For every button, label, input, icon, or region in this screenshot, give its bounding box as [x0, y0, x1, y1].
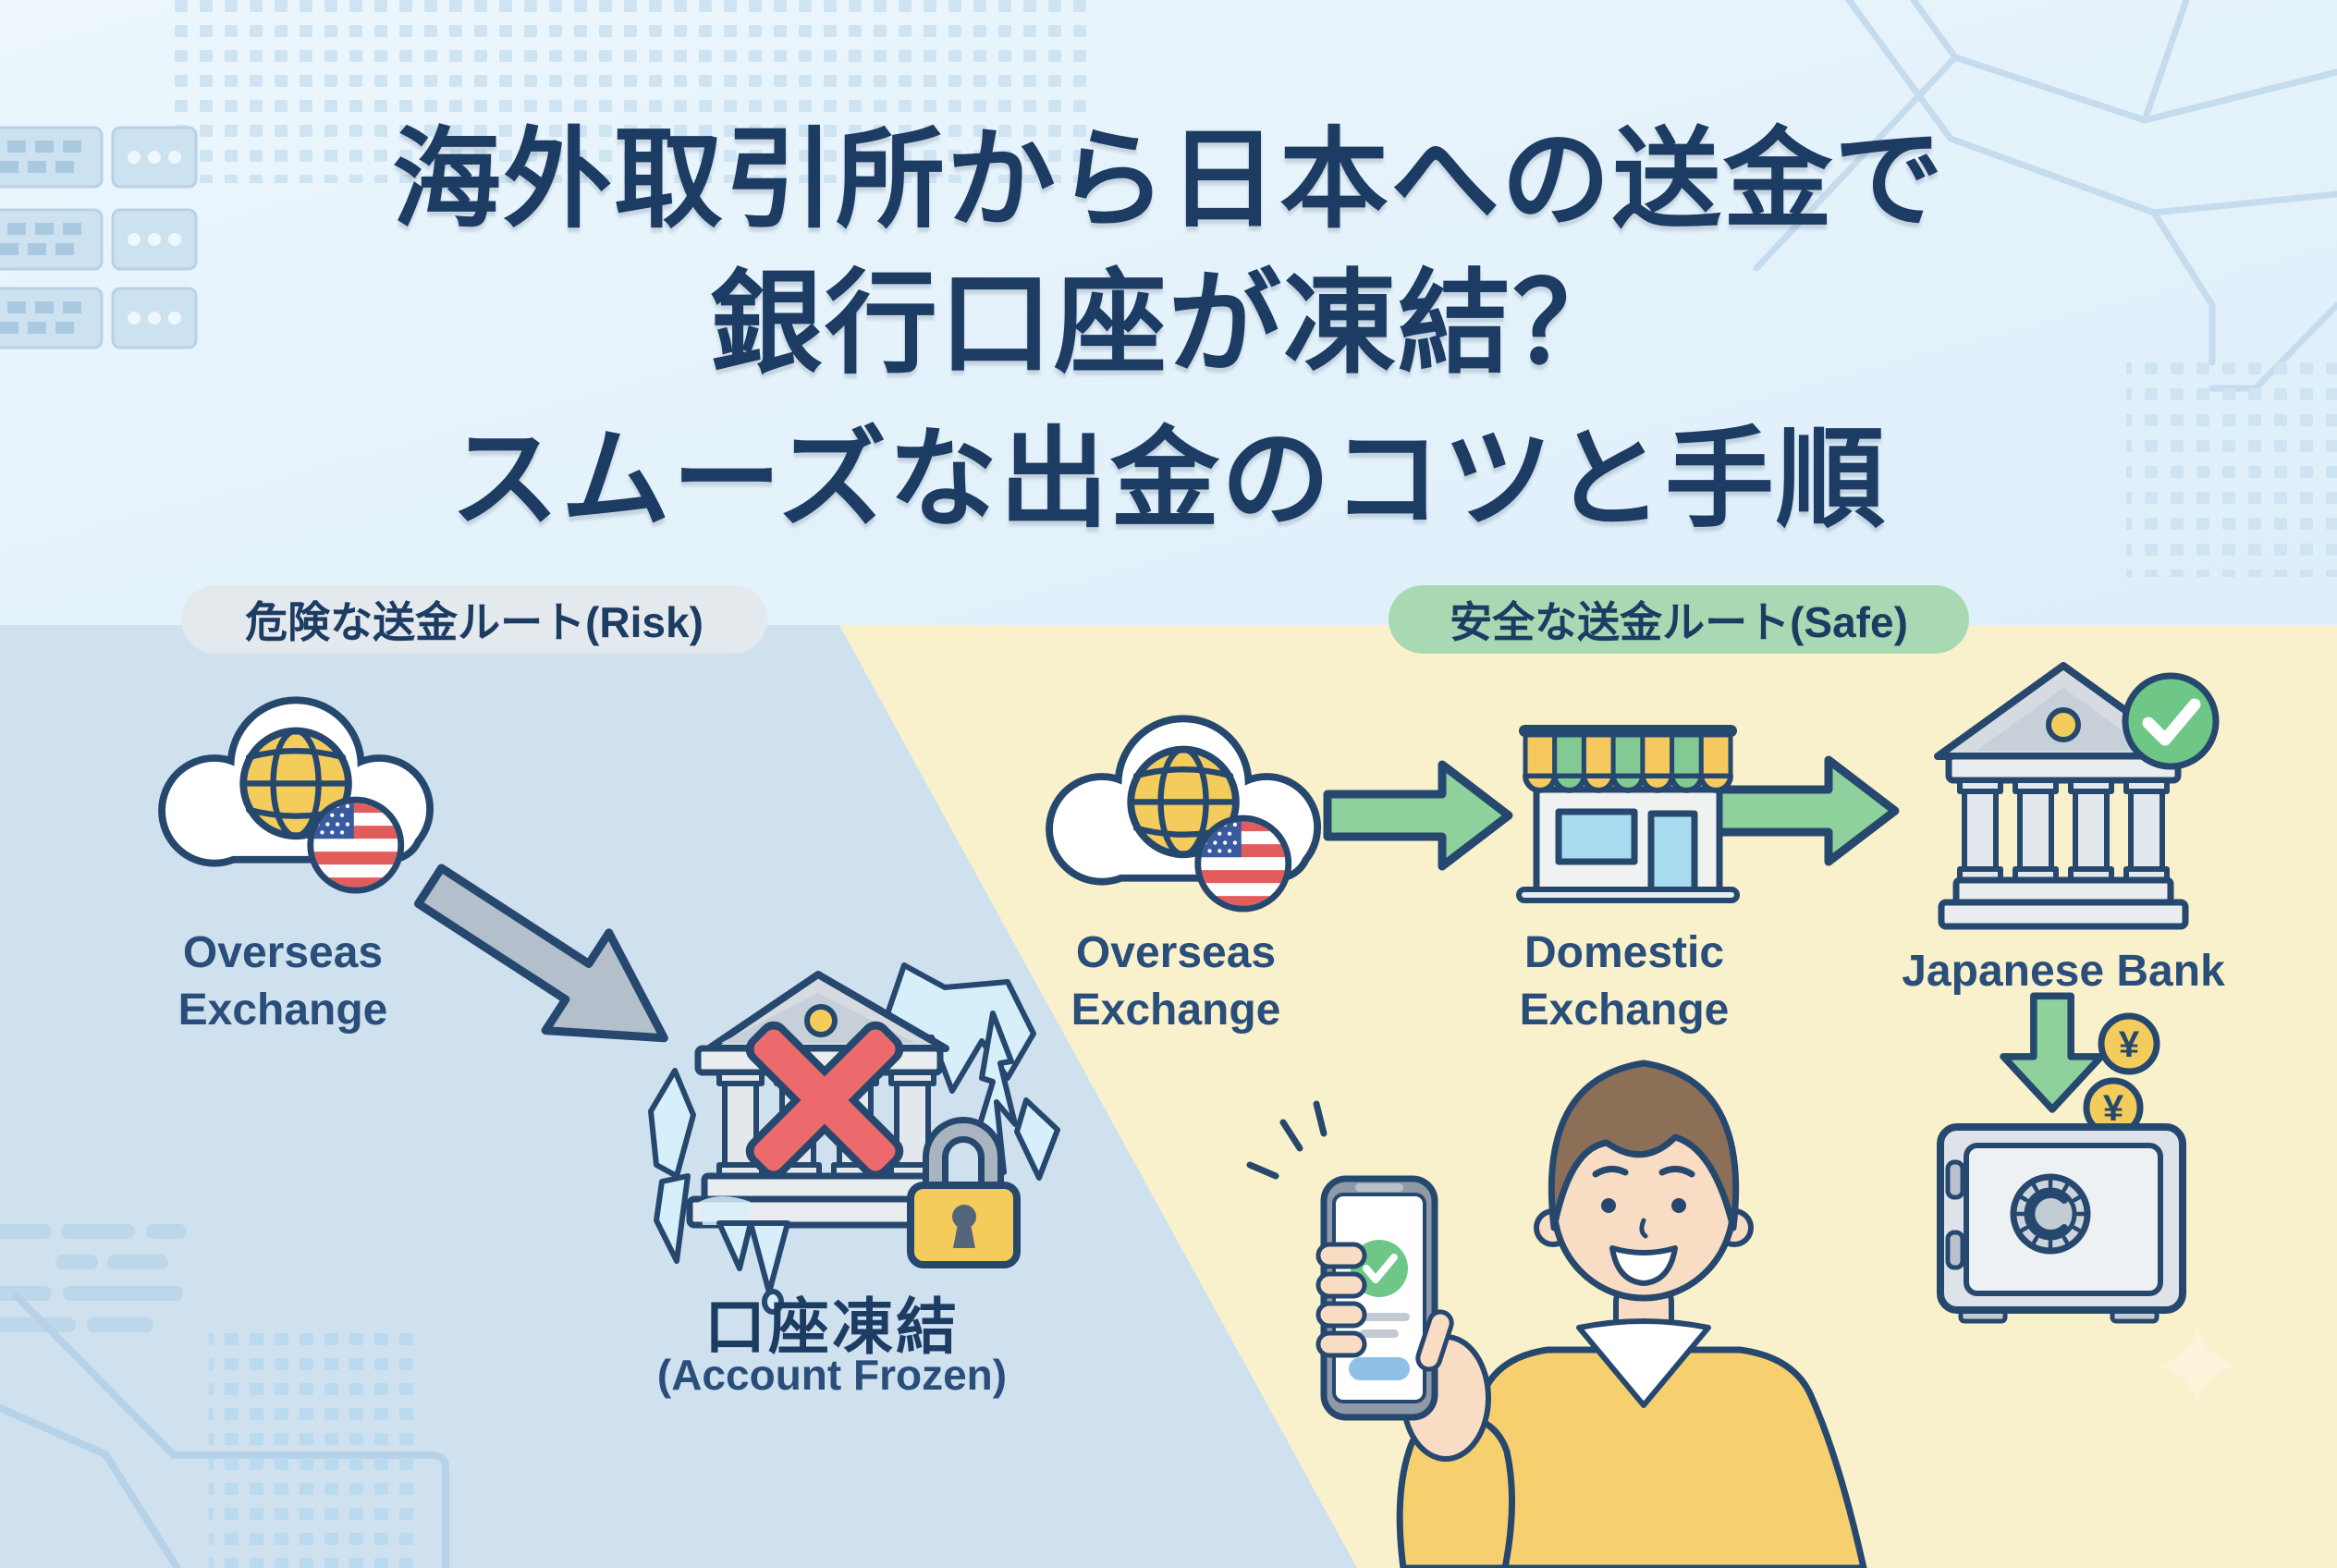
- japanese-bank-label: Japanese Bank: [1902, 947, 2225, 996]
- withdraw-down-arrow-icon: [2000, 992, 2105, 1113]
- domestic-exchange-label: Domestic Exchange: [1519, 928, 1730, 1035]
- risk-gray-arrow-icon: [414, 864, 668, 1043]
- domestic-exchange-icon: [1516, 725, 1740, 903]
- overseas-exchange-label-safe: Overseas Exchange: [1071, 928, 1281, 1035]
- page-title-line2: 銀行口座が凍結？: [710, 261, 1627, 386]
- check-circle-icon: [2122, 672, 2220, 770]
- yen-symbol: ¥: [2119, 1024, 2140, 1065]
- fingers: [1315, 1242, 1454, 1372]
- frozen-bank-icon: [648, 962, 1060, 1315]
- overseas-exchange-icon-risk: [158, 696, 434, 894]
- bank-building-icon: [1934, 662, 2193, 930]
- collar: [1576, 1318, 1711, 1408]
- safe-arrow-1-icon: [1323, 760, 1513, 871]
- frozen-result-subtitle: (Account Frozen): [656, 1351, 1008, 1399]
- us-flag-icon: [307, 796, 405, 894]
- risk-route-badge: 危険な送金ルート(Risk): [181, 585, 767, 654]
- network-lines-decoration: [1753, 0, 2337, 577]
- emphasis-lines-icon: [1246, 1100, 1328, 1180]
- yen-coins: ¥ ¥: [2083, 1012, 2160, 1138]
- circuit-traces-decoration: [0, 1224, 449, 1568]
- person: [1246, 1060, 1867, 1568]
- vault-safe-icon: [1937, 1123, 2186, 1324]
- padlock-icon: [907, 1117, 1021, 1268]
- server-racks-decoration: [0, 0, 1093, 349]
- red-x-icon: [745, 1021, 904, 1180]
- overseas-exchange-icon-safe: [1046, 715, 1322, 913]
- icicles-icon: [716, 1220, 790, 1315]
- storefront-icon: [1516, 725, 1740, 903]
- yen-coin-icon: ¥: [2098, 1012, 2160, 1075]
- frozen-result-title: 口座凍結: [704, 1292, 960, 1361]
- globe-icon: [239, 727, 352, 840]
- japanese-bank-icon: [1934, 662, 2220, 930]
- us-flag-icon: [1194, 815, 1292, 913]
- dial-icon: [2010, 1173, 2091, 1255]
- ice-crystals-icon: [648, 962, 1060, 1264]
- sparkle-icon: [2159, 1327, 2236, 1404]
- yen-coin-icon: ¥: [2083, 1077, 2144, 1138]
- overseas-exchange-label-risk: Overseas Exchange: [177, 928, 388, 1035]
- person-holding-phone: [1246, 1060, 1867, 1568]
- risk-route-label: 危険な送金ルート(Risk): [245, 598, 704, 646]
- smile: [1609, 1245, 1678, 1286]
- page-title-line1: 海外取引所から日本への送金で: [391, 119, 1945, 241]
- safe-route-label: 安全な送金ルート(Safe): [1450, 598, 1908, 646]
- safe-route-badge: 安全な送金ルート(Safe): [1389, 585, 1969, 654]
- yen-symbol: ¥: [2103, 1088, 2124, 1129]
- awning-icon: [1519, 725, 1737, 793]
- safe-arrow-2-icon: [1709, 755, 1900, 866]
- page-title-line3: スムーズな出金のコツと手順: [449, 419, 1888, 541]
- hair: [1548, 1060, 1740, 1231]
